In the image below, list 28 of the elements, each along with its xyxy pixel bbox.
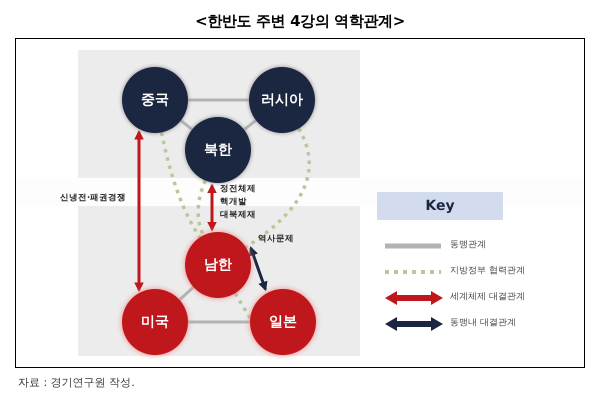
- double-arrow: [134, 130, 144, 292]
- dotted-line: [244, 128, 311, 249]
- dotted-line: [160, 132, 202, 238]
- country-name: 미국: [141, 312, 169, 332]
- country-name: 일본: [269, 312, 297, 332]
- dotted-line: [196, 180, 207, 236]
- dotted-line: [234, 292, 252, 319]
- double-arrow: [248, 246, 268, 292]
- country-name: 남한: [204, 256, 232, 274]
- connector-line: [188, 98, 249, 102]
- diagram-title: <한반도 주변 4강의 역학관계>: [195, 11, 405, 32]
- source-caption: 자료 : 경기연구원 작성.: [18, 375, 135, 391]
- key-heading: Key: [425, 196, 455, 216]
- connector-line: [178, 286, 195, 301]
- connector-line: [180, 119, 194, 131]
- country-name: 중국: [141, 90, 169, 110]
- double-arrow: [207, 184, 217, 232]
- legend-text: 동맹관계: [450, 239, 486, 252]
- edge-label: 신냉전·패권경쟁: [60, 192, 128, 205]
- legend-text: 지방정부 협력관계: [450, 265, 525, 278]
- edge-label: 정전체제 핵개발 대북제재: [220, 183, 257, 222]
- legend-text: 세계체제 대결관계: [450, 291, 525, 304]
- country-name: 러시아: [261, 90, 303, 110]
- edge-label: 역사문제: [258, 233, 295, 246]
- connector-line: [243, 119, 257, 131]
- legend-text: 동맹내 대결관계: [450, 317, 516, 330]
- country-name: 북한: [204, 140, 232, 160]
- connector-line: [188, 320, 250, 324]
